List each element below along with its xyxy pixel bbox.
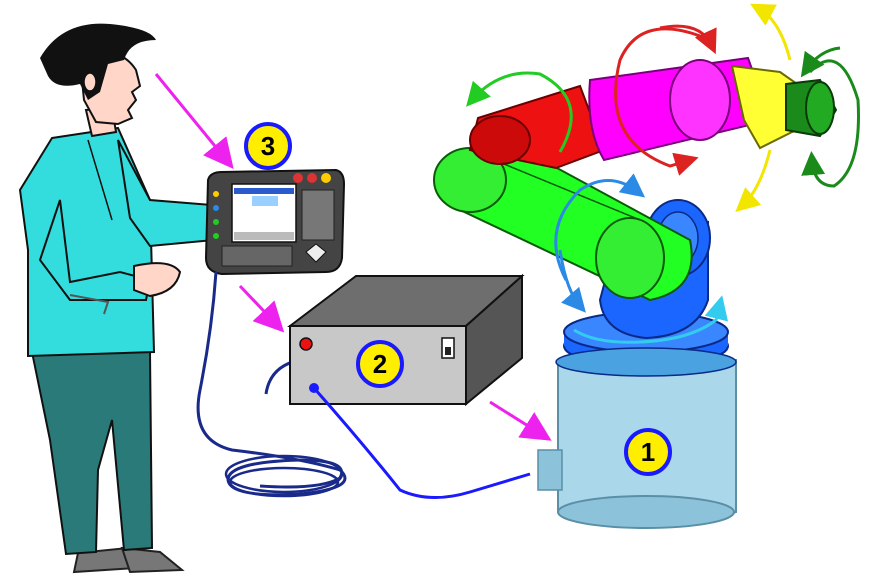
pointer-arrow-operator bbox=[154, 73, 234, 169]
pointer-arrow-cabinet bbox=[489, 400, 552, 441]
marker-3: 3 bbox=[244, 122, 292, 170]
robot-arm-icon bbox=[433, 56, 838, 340]
marker-3-label: 3 bbox=[261, 131, 275, 161]
pointer-arrow-pendant bbox=[238, 284, 285, 333]
robot-base bbox=[537, 311, 737, 529]
operator-figure bbox=[18, 23, 216, 574]
rotation-arrow-icon bbox=[466, 3, 860, 344]
marker-2-label: 2 bbox=[373, 349, 387, 379]
power-cable bbox=[312, 387, 531, 500]
teach-pendant-icon bbox=[204, 168, 346, 276]
pointer-arrows bbox=[154, 73, 552, 441]
marker-1: 1 bbox=[624, 428, 672, 476]
marker-2: 2 bbox=[356, 340, 404, 388]
control-cabinet-icon bbox=[287, 273, 525, 407]
marker-1-label: 1 bbox=[641, 437, 655, 467]
